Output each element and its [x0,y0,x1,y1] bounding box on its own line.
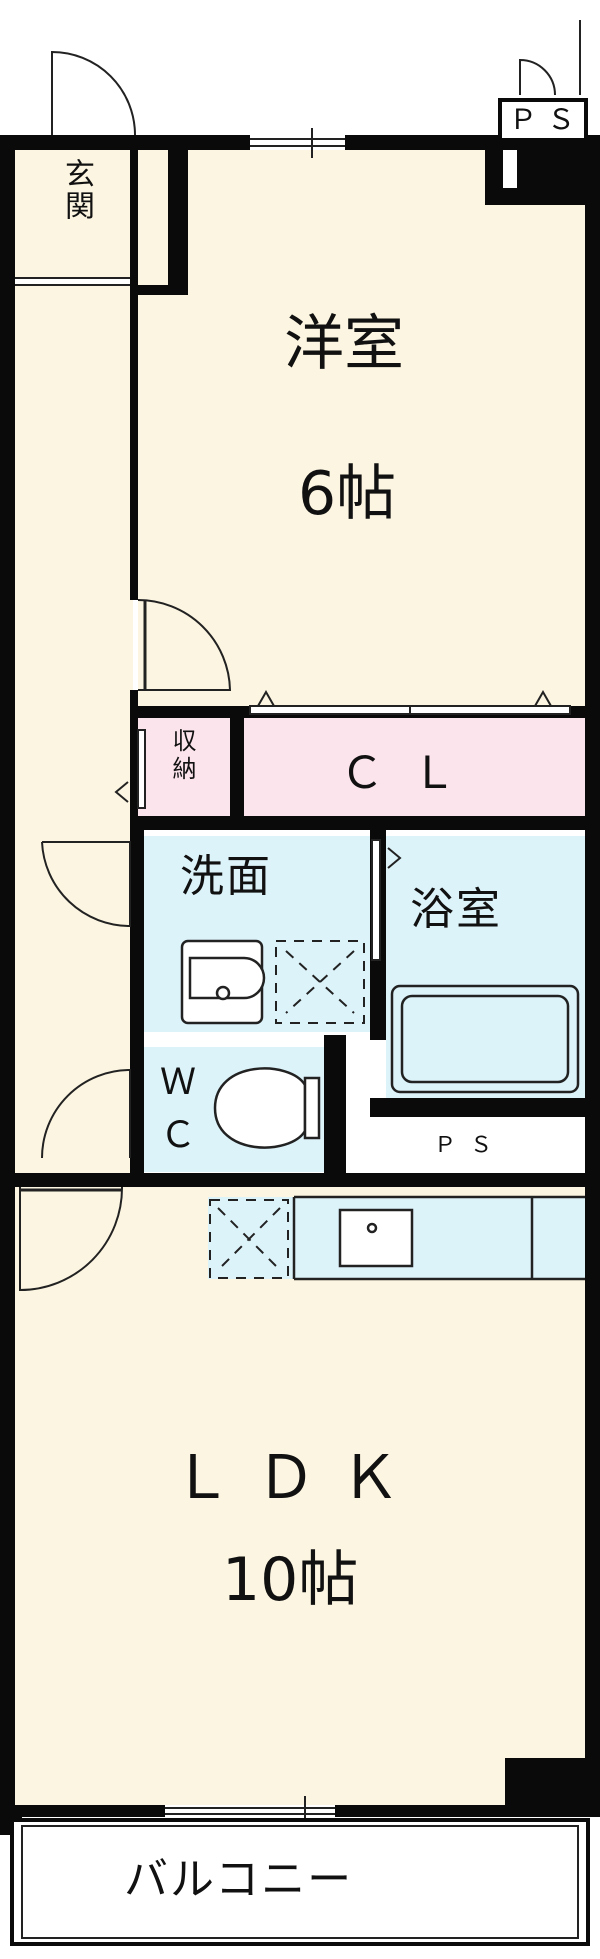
ps-mid-floor [345,1117,585,1172]
youshitsu-door-swing [137,599,232,691]
genkan-label: 玄関 [59,158,94,222]
balcony-frame [10,1818,590,1946]
shuno-door [137,729,146,809]
outer-walls [0,135,600,1835]
yokushitsu-floor [386,836,585,1098]
kitchen-sink [292,1195,585,1281]
shuno-label: 収納 [168,728,196,784]
shuno-floor [138,718,230,816]
closet-label: ＣＬ [340,748,484,799]
wc-door-swing [41,1068,131,1159]
ps-mid-label: ＰＳ [434,1133,507,1158]
ldk-name: ＬＤＫ [172,1443,424,1513]
toilet [213,1067,321,1149]
balcony-label: バルコニー [124,1854,354,1905]
genkan-floor [15,150,133,278]
youshitsu-size: 6帖 [298,459,397,529]
closet-floor [244,718,585,816]
bath-door [371,839,381,961]
genkan-step [15,277,130,286]
ps-top-shaft [503,150,517,188]
top-window [250,128,345,158]
washing-machine [275,940,365,1024]
closet-doors [249,689,571,715]
washbasin [180,939,266,1025]
youshitsu-name: 洋室 [284,309,404,379]
bath-door-mark [387,847,402,869]
fridge-space [209,1199,289,1279]
yokushitsu-label: 浴室 [410,884,502,935]
ps-top-box [498,98,588,142]
bathtub [390,984,580,1094]
corridor-floor [15,285,133,1175]
ps-door-swing [519,58,556,96]
senmen-door-swing [41,841,131,928]
ldk-door-swing [19,1186,124,1292]
ldk-floor [15,1187,585,1805]
balcony-inner [21,1825,579,1939]
ps-top-label: ＰＳ [509,103,586,136]
senmen-label: 洗面 [180,851,272,902]
ldk-size: 10帖 [222,1545,359,1615]
youshitsu-floor [138,150,585,706]
entrance-door-swing [51,50,136,136]
wc-label: ＷＣ [160,1062,197,1156]
shuno-door-mark [114,781,129,803]
